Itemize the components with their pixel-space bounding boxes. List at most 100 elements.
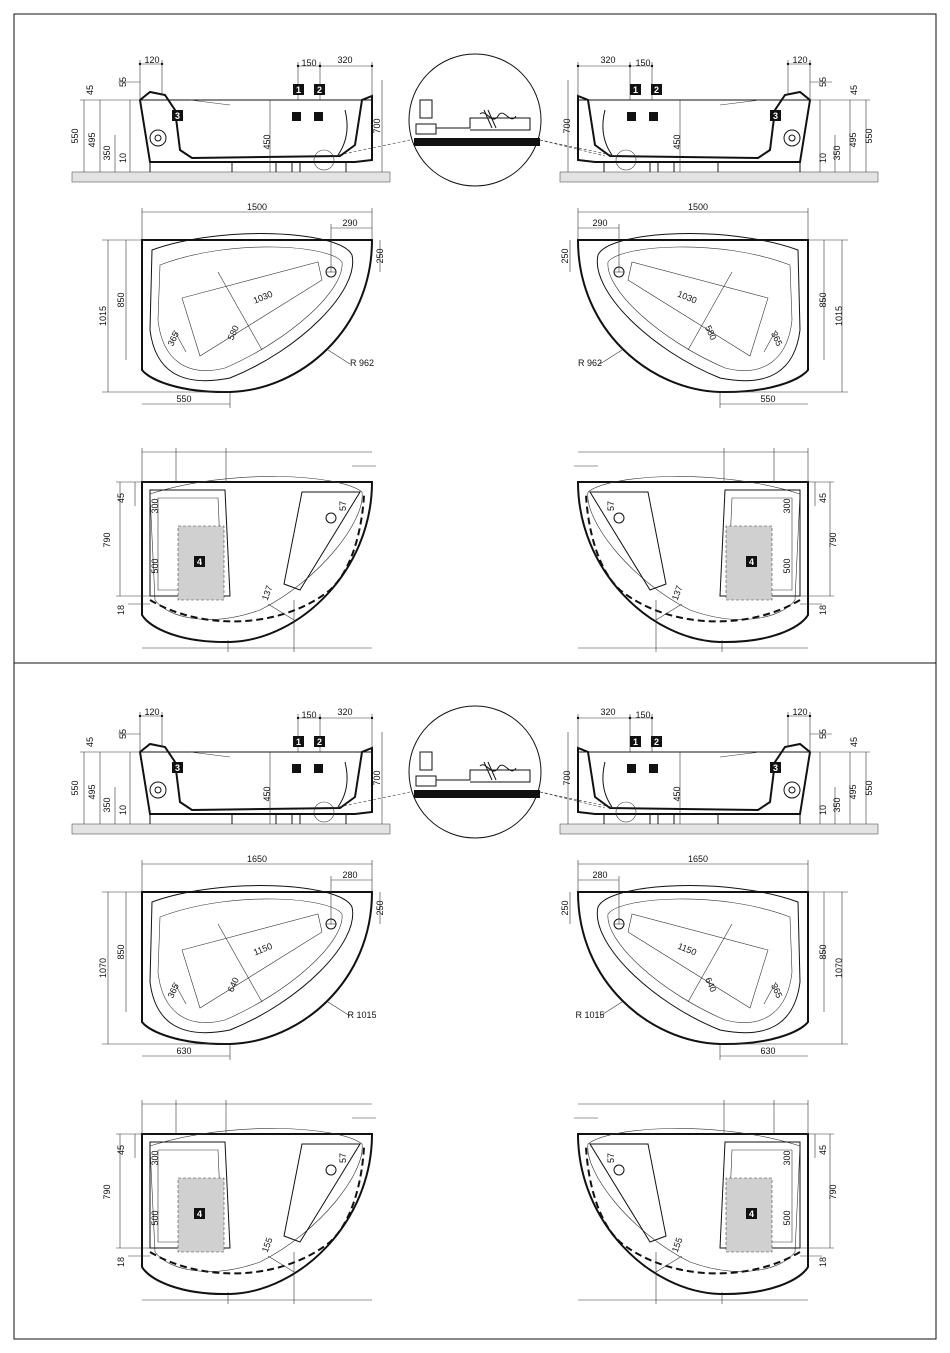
dimension-tick <box>296 716 300 720</box>
badge-label: 3 <box>773 111 778 121</box>
badge-box <box>651 84 662 95</box>
dimension-label: 580 <box>703 324 718 342</box>
dimension-label: 155 <box>670 1236 685 1254</box>
dimension-label: 320 <box>337 707 352 717</box>
frame-right-arm <box>589 1143 667 1243</box>
tap-block <box>314 112 323 121</box>
dimension-tick <box>808 714 812 718</box>
dimension-label: 137 <box>670 584 685 602</box>
dimension-label: 120 <box>144 55 159 65</box>
dimension-tick <box>628 716 632 720</box>
dimension-line <box>763 981 777 1005</box>
badge-label: 2 <box>654 737 659 747</box>
pump-icon <box>149 129 167 147</box>
dimension-tick <box>808 62 812 66</box>
tub-plan-outline <box>141 891 374 1046</box>
dimension-label: 57 <box>606 1153 616 1163</box>
dimension-label: 495 <box>848 132 858 147</box>
tap-block <box>292 764 301 773</box>
tap-block <box>627 764 636 773</box>
frame-basin <box>149 1128 363 1272</box>
dimension-label: 155 <box>260 1236 275 1254</box>
bath-floor <box>627 913 769 1009</box>
badge-box <box>746 556 757 567</box>
rim-detail <box>189 99 231 106</box>
tub-plan-outline <box>576 891 809 1046</box>
drain-icon <box>613 512 625 524</box>
badge-label: 3 <box>175 111 180 121</box>
badge-1: 1 <box>293 84 304 95</box>
overflow-fitting <box>419 99 433 119</box>
bath-floor <box>181 913 323 1009</box>
rim-detail <box>719 751 761 758</box>
dimension-label: 1030 <box>252 289 274 306</box>
dimension-label: 1015 <box>98 306 108 326</box>
dimension-tick <box>576 64 580 68</box>
dimension-label: 300 <box>150 498 160 513</box>
dimension-label: 550 <box>864 128 874 143</box>
hose-cut <box>487 109 497 129</box>
badge-box <box>172 110 183 121</box>
pump-core <box>154 786 162 794</box>
dimension-label: R 1015 <box>347 1010 376 1020</box>
detail-leader <box>539 139 606 157</box>
dimension-tick <box>370 716 374 720</box>
dimension-label: 495 <box>87 784 97 799</box>
dimension-label: 45 <box>818 1145 828 1155</box>
dimension-label: 18 <box>116 1257 126 1267</box>
detail-leader <box>539 791 617 809</box>
dimension-label: 580 <box>226 324 241 342</box>
dimension-tick <box>138 62 142 66</box>
dimension-line <box>173 981 187 1005</box>
trap <box>415 123 437 135</box>
frame-tub-outline <box>141 1133 374 1296</box>
dimension-tick <box>318 716 322 720</box>
dimension-label: 1150 <box>676 941 698 958</box>
dimension-label: 1030 <box>676 289 698 306</box>
basin-outer <box>596 885 801 1034</box>
frame-left <box>116 448 376 652</box>
frame-right-arm <box>283 1143 361 1243</box>
frame-left <box>116 1100 376 1304</box>
dimension-label: 250 <box>560 248 570 263</box>
hose-cut <box>483 109 493 129</box>
dimension-label: 320 <box>337 55 352 65</box>
dimension-label: 120 <box>792 55 807 65</box>
dimension-line <box>599 1001 623 1017</box>
badge-box <box>293 84 304 95</box>
elevation-right <box>539 712 879 835</box>
badge-label: 2 <box>317 85 322 95</box>
badge-label: 1 <box>296 737 301 747</box>
drain-hose <box>337 109 348 156</box>
dimension-line <box>267 1255 295 1273</box>
tap-block <box>649 112 658 121</box>
badge-3: 3 <box>770 762 781 773</box>
frame-left-panel <box>719 1141 801 1249</box>
dimension-label: 640 <box>226 976 241 994</box>
badge-box <box>293 736 304 747</box>
frame-right <box>574 1100 834 1304</box>
dimension-label: 1015 <box>834 306 844 326</box>
dimension-label: 150 <box>301 58 316 68</box>
dimension-label: 700 <box>562 118 572 133</box>
tub-side-outline <box>577 742 812 815</box>
dimension-tick <box>628 64 632 68</box>
dimension-label: 500 <box>150 1210 160 1225</box>
dimension-label: R 1015 <box>575 1010 604 1020</box>
dimension-label: 1070 <box>834 958 844 978</box>
dimension-label: 18 <box>818 1257 828 1267</box>
dimension-label: 790 <box>102 1184 112 1199</box>
badge-label: 2 <box>317 737 322 747</box>
frame-dashed-edge <box>149 494 365 623</box>
dimension-label: R 962 <box>578 358 602 368</box>
plan-right <box>569 208 848 408</box>
frame-basin <box>587 476 801 620</box>
dimension-label: 45 <box>849 737 859 747</box>
dimension-label: 150 <box>635 710 650 720</box>
dimension-tick <box>786 62 790 66</box>
tap-block <box>314 764 323 773</box>
floor <box>71 171 391 183</box>
drain-icon <box>325 1164 337 1176</box>
dimension-label: 450 <box>262 786 272 801</box>
